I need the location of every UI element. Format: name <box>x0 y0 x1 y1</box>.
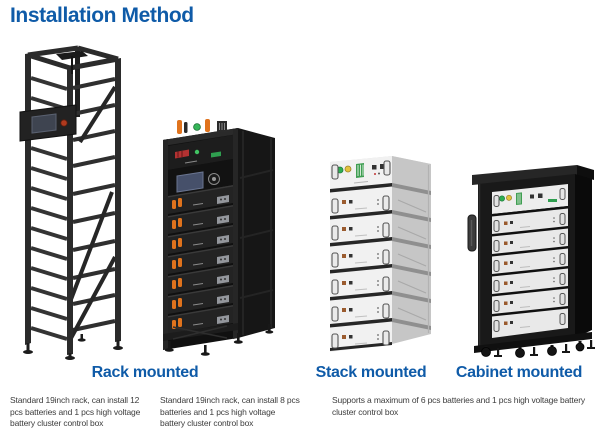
stack-batteries-figure <box>328 152 436 354</box>
rack2-top-bar <box>163 128 238 146</box>
cabinet-image <box>467 165 595 358</box>
rack-frame-figure <box>12 42 124 360</box>
lcd-screen <box>176 171 204 193</box>
stack-side-face <box>392 156 431 344</box>
rack-diagonal-braces <box>68 85 117 341</box>
rack2-side-frame <box>239 131 274 335</box>
stack-mounted-heading: Stack mounted <box>315 364 427 381</box>
rack-top-plate <box>56 51 88 60</box>
green-led <box>194 149 200 155</box>
rack-top-frame <box>27 45 119 71</box>
page-title: Installation Method <box>10 4 194 27</box>
cabinet-side-face <box>575 174 592 338</box>
rack-frame-image <box>19 45 123 360</box>
rack-front-rungs <box>30 76 68 341</box>
control-box-screen <box>31 113 57 134</box>
rack-batteries-image <box>163 119 275 356</box>
rack-batteries-figure <box>155 118 280 358</box>
rack-feet <box>23 334 123 360</box>
cabinet-figure <box>464 162 597 358</box>
rack2-base <box>163 323 238 341</box>
stack-gap-bands <box>330 183 392 351</box>
rack2-top-connectors <box>177 119 227 134</box>
rack-right-post <box>115 58 121 342</box>
cabinet-cap-front <box>472 165 577 185</box>
stack-cabinet-description: Supports a maximum of 6 pcs batteries an… <box>332 395 585 417</box>
cabinet-base <box>474 332 592 353</box>
rack2-left-post <box>163 139 168 350</box>
rack2-right-post <box>233 128 238 339</box>
cabinet-battery-rows <box>492 208 568 338</box>
yellow-button <box>506 194 512 201</box>
stack-side-separators <box>392 165 431 333</box>
rack2-feet <box>164 324 274 356</box>
cabinet-mounted-heading: Cabinet mounted <box>455 364 583 381</box>
yellow-button <box>344 165 352 173</box>
cabinet-casters <box>481 340 595 358</box>
cabinet-control-box <box>492 184 568 214</box>
control-box-red-knob <box>60 119 68 127</box>
mini-display-green <box>211 151 221 158</box>
rack-12-description: Standard 19inch rack, can install 12 pcs… <box>10 395 141 428</box>
stack-front-face <box>330 156 392 352</box>
stack-battery-rows <box>331 195 390 349</box>
rack2-battery-modules <box>167 185 234 334</box>
rack-control-box <box>19 104 77 142</box>
rack-mounted-heading: Rack mounted <box>91 364 199 381</box>
rack2-display-panel <box>168 159 233 196</box>
cabinet-gap-bands <box>492 206 568 317</box>
green-button <box>499 195 505 202</box>
rack-front-post <box>67 66 73 355</box>
terminal-strip-green <box>516 192 522 205</box>
stack-batteries-image <box>330 156 431 352</box>
rack-left-post <box>25 53 31 345</box>
rack-8-description: Standard 19inch rack, can install 8 pcs … <box>160 395 300 428</box>
rack2-control-module <box>168 135 233 170</box>
stack-control-box <box>331 160 391 184</box>
